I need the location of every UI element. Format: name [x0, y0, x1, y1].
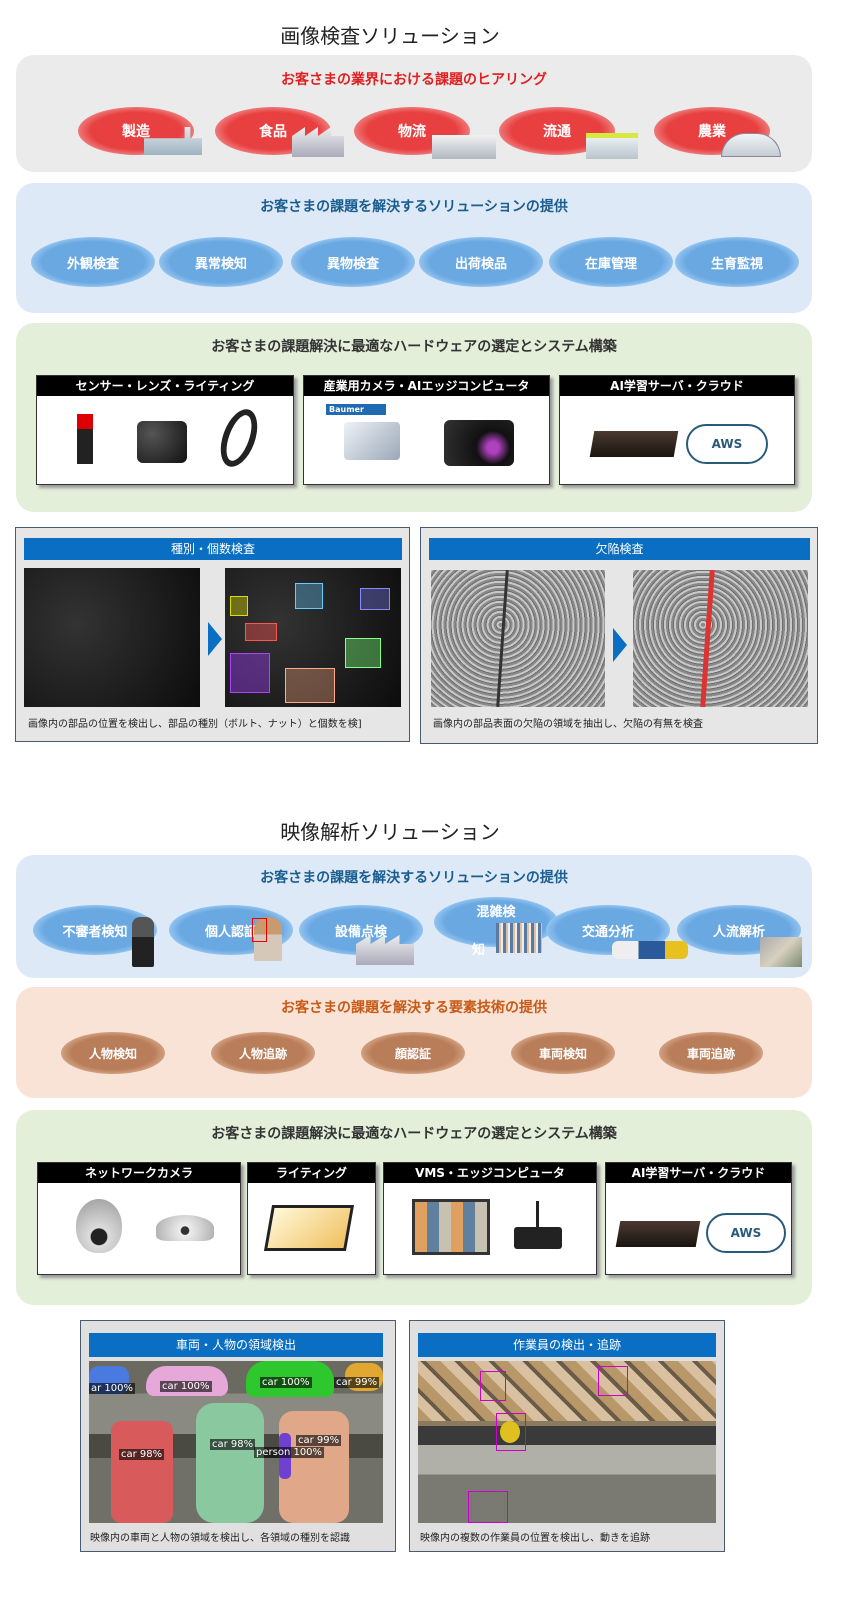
store-icon — [586, 133, 638, 159]
video-solutions-panel: お客さまの課題を解決するソリューションの提供 不審者検知 個人認証 設備点検 混… — [16, 855, 812, 978]
crowd-icon — [496, 923, 542, 953]
antenna-icon — [536, 1201, 539, 1229]
hw-box-server: AI学習サーバ・クラウド AWS — [559, 375, 795, 485]
aws-cloud-icon: AWS — [686, 424, 768, 464]
bolts-detected-image — [225, 568, 401, 707]
example-card-worker-tracking: 作業員の検出・追跡 映像内の複数の作業員の位置を検出し、動きを追跡 — [409, 1320, 725, 1552]
solution-foreign-object: 異物検査 — [291, 237, 415, 287]
ptz-camera-icon — [76, 1199, 122, 1253]
detection-label: car 100% — [260, 1377, 312, 1388]
solutions-heading: お客さまの課題を解決するソリューションの提供 — [260, 199, 568, 215]
solution-congestion-wrap: 知 — [472, 943, 486, 958]
monitor-icon — [412, 1199, 490, 1255]
warehouse-icon — [432, 135, 496, 159]
hw-box-camera: 産業用カメラ・AIエッジコンピュータ Baumer — [303, 375, 550, 485]
hw-title: ネットワークカメラ — [38, 1163, 240, 1183]
sensor-icon — [77, 414, 93, 464]
warehouse-image — [418, 1361, 716, 1523]
tech-heading: お客さまの課題を解決する要素技術の提供 — [281, 1000, 547, 1016]
cars-icon — [612, 941, 688, 959]
section-title-video-analysis: 映像解析ソリューション — [280, 820, 500, 844]
tech-face-auth: 顔認証 — [361, 1032, 465, 1074]
parking-lot-image: ar 100% car 100% car 100% car 99% car 98… — [89, 1361, 383, 1523]
example-title: 種別・個数検査 — [24, 538, 402, 560]
hw-title: AI学習サーバ・クラウド — [560, 376, 794, 396]
video-hardware-heading: お客さまの課題解決に最適なハードウェアの選定とシステム構築 — [211, 1126, 617, 1142]
example-title: 車両・人物の領域検出 — [89, 1333, 383, 1357]
tech-person-detect: 人物検知 — [61, 1032, 165, 1074]
hw-box-server-cloud: AI学習サーバ・クラウド AWS — [605, 1162, 792, 1275]
face-box-icon — [252, 918, 267, 942]
solution-anomaly: 異常検知 — [159, 237, 283, 287]
arrow-right-icon — [613, 628, 627, 662]
example-caption: 画像内の部品の位置を検出し、部品の種別（ボルト、ナット）と個数を検] — [28, 719, 362, 730]
people-flow-icon — [760, 937, 802, 967]
example-caption: 映像内の複数の作業員の位置を検出し、動きを追跡 — [420, 1533, 650, 1544]
hw-box-vms: VMS・エッジコンピュータ — [383, 1162, 597, 1275]
aws-cloud-icon: AWS — [706, 1213, 786, 1253]
bolts-raw-image — [24, 568, 200, 707]
ring-light-icon — [213, 404, 265, 472]
hearing-panel: お客さまの業界における課題のヒアリング 製造 食品 物流 流通 農業 — [16, 55, 812, 172]
example-card-parts-count: 種別・個数検査 画像内の部品の位置を検出し、部品の種別（ボルト、ナット）と個数を… — [15, 527, 410, 742]
detection-label: car 98% — [210, 1439, 256, 1450]
video-solutions-heading: お客さまの課題を解決するソリューションの提供 — [260, 870, 568, 886]
server-icon — [589, 431, 679, 457]
hw-title: AI学習サーバ・クラウド — [606, 1163, 791, 1183]
detection-label: car 100% — [160, 1381, 212, 1392]
example-caption: 映像内の車両と人物の領域を検出し、各領域の種別を認識 — [90, 1533, 350, 1544]
hw-box-network-camera: ネットワークカメラ — [37, 1162, 241, 1275]
person-face-icon — [254, 917, 282, 961]
suspicious-person-icon — [132, 917, 154, 967]
food-factory-icon — [292, 127, 344, 157]
example-title: 欠陥検査 — [429, 538, 810, 560]
example-caption: 画像内の部品表面の欠陥の領域を抽出し、欠陥の有無を検査 — [433, 719, 703, 730]
hw-title: センサー・レンズ・ライティング — [37, 376, 293, 396]
hw-title: ライティング — [248, 1163, 375, 1183]
server-icon — [615, 1221, 701, 1247]
industry-manufacturing: 製造 — [78, 107, 194, 155]
surface-defect-image — [633, 570, 808, 707]
detection-label: person 100% — [254, 1447, 325, 1458]
hardware-heading: お客さまの課題解決に最適なハードウェアの選定とシステム構築 — [211, 339, 617, 355]
edge-computer-icon — [444, 420, 514, 466]
hearing-heading: お客さまの業界における課題のヒアリング — [281, 72, 547, 88]
surface-raw-image — [431, 570, 605, 707]
tech-vehicle-track: 車両追跡 — [659, 1032, 763, 1074]
light-panel-icon — [263, 1205, 355, 1251]
example-card-defect: 欠陥検査 画像内の部品表面の欠陥の領域を抽出し、欠陥の有無を検査 — [420, 527, 818, 744]
arrow-right-icon — [208, 622, 222, 656]
solution-shipment: 出荷検品 — [419, 237, 543, 287]
example-title: 作業員の検出・追跡 — [418, 1333, 716, 1357]
baumer-logo: Baumer — [326, 404, 386, 415]
tech-person-track: 人物追跡 — [211, 1032, 315, 1074]
tech-vehicle-detect: 車両検知 — [511, 1032, 615, 1074]
industry-food: 食品 — [215, 107, 331, 155]
section-title-image-inspection: 画像検査ソリューション — [280, 24, 500, 48]
detection-label: ar 100% — [89, 1383, 136, 1394]
solution-inventory: 在庫管理 — [549, 237, 673, 287]
solution-appearance: 外観検査 — [31, 237, 155, 287]
solutions-panel: お客さまの課題を解決するソリューションの提供 外観検査 異常検知 異物検査 出荷… — [16, 183, 812, 313]
detection-label: car 99% — [296, 1435, 342, 1446]
detection-label: car 99% — [334, 1377, 380, 1388]
hw-box-sensor: センサー・レンズ・ライティング — [36, 375, 294, 485]
hw-box-lighting: ライティング — [247, 1162, 376, 1275]
hw-title: VMS・エッジコンピュータ — [384, 1163, 596, 1183]
edge-router-icon — [514, 1227, 562, 1249]
tech-panel: お客さまの課題を解決する要素技術の提供 人物検知 人物追跡 顔認証 車両検知 車… — [16, 987, 812, 1098]
detection-label: car 98% — [119, 1449, 165, 1460]
industrial-camera-icon — [344, 422, 400, 460]
dome-camera-icon — [156, 1215, 214, 1241]
solution-growth: 生育監視 — [675, 237, 799, 287]
lens-icon — [137, 421, 187, 463]
hw-title: 産業用カメラ・AIエッジコンピュータ — [304, 376, 549, 396]
example-card-vehicle-person: 車両・人物の領域検出 ar 100% car 100% car 100% car… — [80, 1320, 396, 1552]
greenhouse-icon — [721, 133, 781, 157]
